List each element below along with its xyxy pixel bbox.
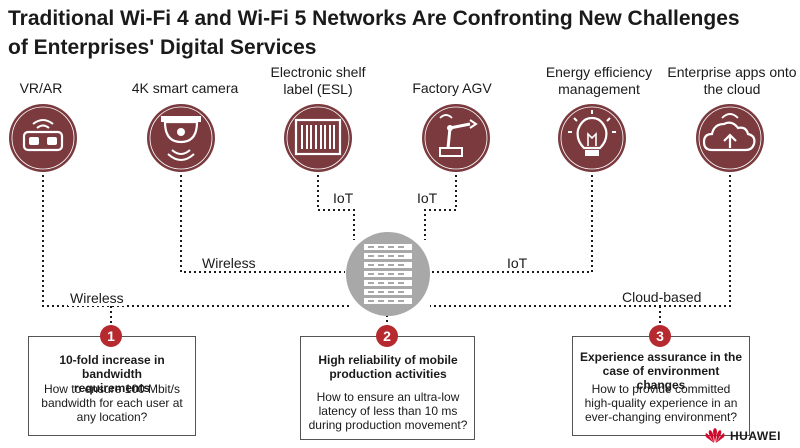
title-line-2: of Enterprises' Digital Services [8,36,317,59]
link-4k-camera [180,170,345,273]
service-label-4k-camera: 4K smart camera [131,80,239,96]
link-vr-ar [42,170,350,307]
robot-arm-icon [422,104,490,172]
challenge-heading-1: 10-fold increase in bandwidth requiremen… [59,353,165,395]
huawei-logo: HUAWEI [704,428,781,444]
service-label-cloud-apps: Enterprise apps onto the cloud [667,64,797,97]
vr-headset-icon [9,104,77,172]
link-esl [317,170,355,240]
challenge-body-1: How to ensure 100 Mbit/s bandwidth for e… [41,382,183,424]
service-label-vr-ar: VR/AR [19,80,63,96]
iot-label-esl: IoT [331,190,356,206]
challenge-card-3 [572,336,750,436]
diagram-title: Traditional Wi-Fi 4 and Wi-Fi 5 Networks… [8,4,798,62]
wireless-label-camera: Wireless [200,255,258,271]
challenge-number-3: 3 [649,325,671,347]
challenge-number-1: 1 [100,325,122,347]
security-camera-icon [147,104,215,172]
iot-label-agv: IoT [415,190,440,206]
barcode-label-icon [284,104,352,172]
link-cloud [430,170,731,307]
wireless-label-vr: Wireless [68,290,126,306]
service-label-esl: Electronic shelf label (ESL) [270,64,366,97]
service-label-agv: Factory AGV [412,80,492,96]
huawei-flower-icon [705,428,725,443]
link-energy [430,170,593,273]
iot-label-energy: IoT [505,255,530,271]
cloud-based-label: Cloud-based [620,289,704,305]
challenge-body-3: How to provide committed high-quality ex… [584,382,738,424]
title-line-1: Traditional Wi-Fi 4 and Wi-Fi 5 Networks… [8,7,740,30]
challenge-number-2: 2 [376,325,398,347]
challenge-heading-2: High reliability of mobile production ac… [318,353,458,381]
light-bulb-icon [558,104,626,172]
central-switch-icon [346,232,430,316]
cloud-upload-icon [696,104,764,172]
challenge-body-2: How to ensure an ultra-low latency of le… [308,390,468,432]
brand-name: HUAWEI [730,429,781,443]
challenge-heading-3: Experience assurance in the case of envi… [579,350,743,392]
link-agv [424,170,457,240]
service-label-energy: Energy efficiency management [545,64,653,97]
challenge-card-1 [28,336,196,436]
